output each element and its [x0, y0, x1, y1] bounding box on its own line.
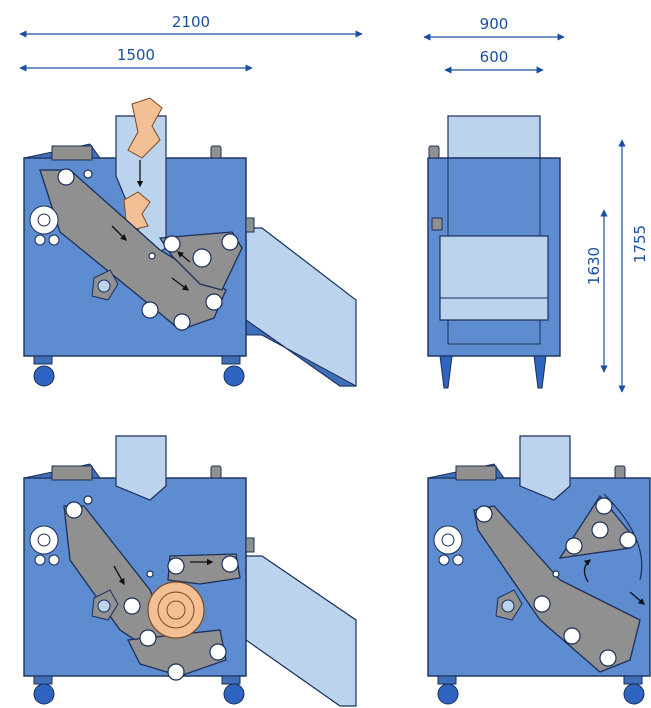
front-caster — [439, 355, 453, 389]
paper-roll — [433, 525, 463, 555]
front-hopper — [447, 115, 541, 159]
dim-base-width: 600 — [480, 48, 509, 66]
front-switch — [431, 217, 443, 231]
top-mechanism — [455, 465, 497, 481]
caster-mount — [33, 355, 53, 365]
paper-roll-core — [441, 533, 455, 547]
dim-overall-length: 2100 — [172, 13, 210, 31]
feed-hopper — [115, 435, 167, 501]
caster-wheel — [623, 683, 645, 705]
top-knob — [210, 465, 222, 479]
motor-shaft — [501, 599, 515, 613]
output-chute — [245, 227, 357, 387]
roll-wheel — [34, 554, 46, 566]
side-handle — [245, 537, 255, 553]
main-belt — [473, 505, 641, 673]
side-view-rolling — [23, 435, 357, 707]
front-caster — [533, 355, 547, 389]
motor-shaft — [97, 279, 111, 293]
side-view-feeding — [23, 97, 357, 387]
open-arrow — [629, 591, 645, 605]
caster-mount — [623, 675, 643, 685]
paper-roll — [29, 205, 59, 235]
output-chute — [245, 555, 357, 707]
paper-roll-layer — [157, 591, 195, 629]
dimension-lines: 2100 1500 900 600 1630 1755 — [19, 13, 649, 393]
roll-wheel — [438, 554, 450, 566]
caster-wheel — [33, 683, 55, 705]
caster-mount — [437, 675, 457, 685]
belt-arrow — [171, 277, 190, 291]
roll-wheel — [34, 234, 46, 246]
dim-height-upper: 1755 — [631, 225, 649, 263]
caster-wheel — [223, 365, 245, 387]
paper-roll — [29, 525, 59, 555]
belt-arrow — [177, 251, 191, 263]
caster-mount — [221, 675, 241, 685]
main-belt — [39, 169, 227, 331]
side-handle — [245, 217, 255, 233]
paper-roll-layer — [166, 600, 186, 620]
caster-wheel — [33, 365, 55, 387]
roll-wheel — [48, 234, 60, 246]
paper-roll-formed — [147, 581, 205, 639]
open-arrow — [583, 559, 592, 583]
front-knob — [428, 145, 440, 159]
caster-mount — [33, 675, 53, 685]
top-mechanism — [51, 145, 93, 161]
side-view-open — [427, 435, 651, 705]
dim-base-length: 1500 — [117, 46, 155, 64]
dim-height-lower: 1630 — [585, 247, 603, 285]
motor-shaft — [97, 599, 111, 613]
paper-sheet — [127, 97, 163, 159]
caster-wheel — [223, 683, 245, 705]
belt-arrow — [111, 225, 127, 241]
caster-wheel — [437, 683, 459, 705]
roll-wheel — [452, 554, 464, 566]
feed-hopper — [519, 435, 571, 501]
front-lower-panel — [447, 319, 541, 345]
top-mechanism — [51, 465, 93, 481]
front-output-panel — [439, 235, 549, 321]
rollers — [475, 497, 637, 667]
belt-arrow — [113, 565, 125, 586]
front-view — [427, 115, 561, 389]
paper-roll-core — [37, 533, 51, 547]
roll-wheel — [48, 554, 60, 566]
dim-overall-width: 900 — [480, 15, 509, 33]
top-knob — [614, 465, 626, 479]
paper-roll-core — [37, 213, 51, 227]
rollers — [57, 168, 239, 331]
rollers — [65, 495, 239, 681]
top-knob — [210, 145, 222, 159]
caster-mount — [221, 355, 241, 365]
